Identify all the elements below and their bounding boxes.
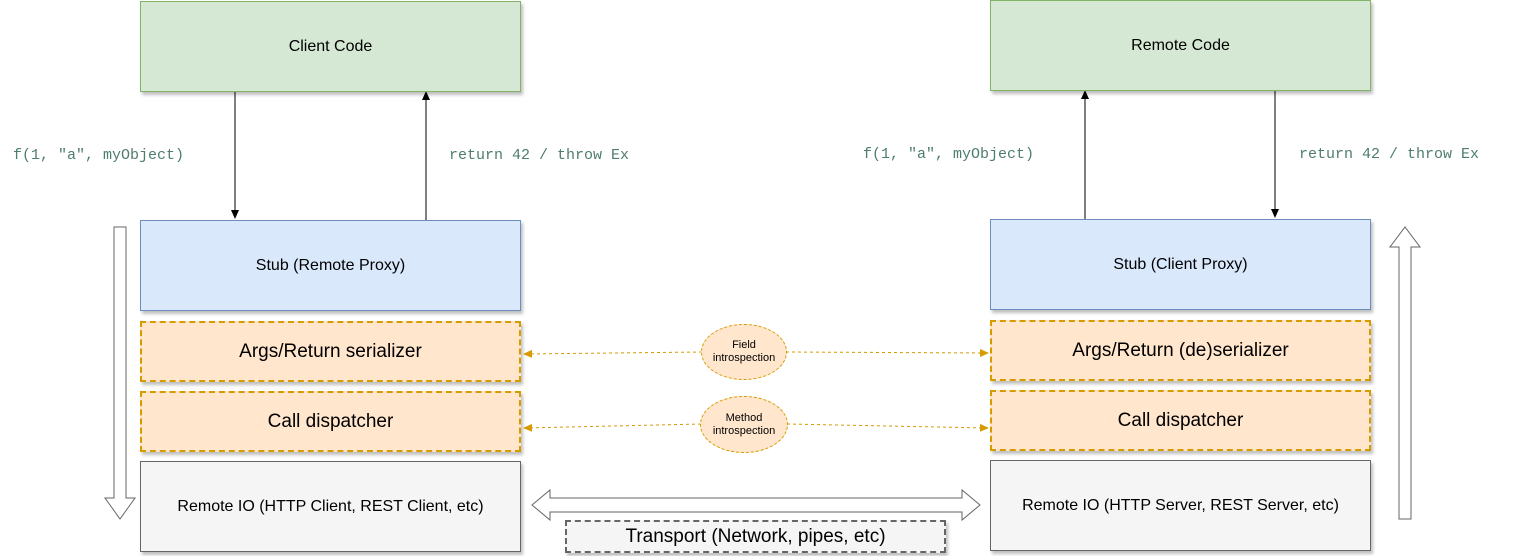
field-introspection-label: Field introspection bbox=[712, 339, 776, 364]
field-introspection-left-connector bbox=[523, 349, 703, 358]
left-flow-down-arrow bbox=[104, 226, 136, 520]
right-dispatcher-box: Call dispatcher bbox=[990, 390, 1371, 451]
left-stub-box: Stub (Remote Proxy) bbox=[140, 220, 521, 311]
method-introspection-label: Method introspection bbox=[712, 411, 776, 437]
left-remote-io-label: Remote IO (HTTP Client, REST Client, etc… bbox=[177, 497, 484, 515]
client-code-label: Client Code bbox=[288, 37, 373, 55]
client-code-box: Client Code bbox=[140, 1, 521, 92]
remote-code-box: Remote Code bbox=[990, 0, 1371, 91]
method-introspection-left-connector bbox=[523, 423, 702, 432]
left-remote-io-box: Remote IO (HTTP Client, REST Client, etc… bbox=[140, 461, 521, 552]
right-call-label: f(1, "a", myObject) bbox=[863, 146, 1035, 163]
left-call-label: f(1, "a", myObject) bbox=[13, 147, 185, 164]
right-remote-io-box: Remote IO (HTTP Server, REST Server, etc… bbox=[990, 460, 1371, 551]
left-return-label: return 42 / throw Ex bbox=[449, 147, 630, 164]
left-serializer-label: Args/Return serializer bbox=[239, 340, 422, 362]
right-stub-box: Stub (Client Proxy) bbox=[990, 219, 1371, 310]
method-introspection-ellipse: Method introspection bbox=[700, 396, 788, 453]
right-stub-label: Stub (Client Proxy) bbox=[1113, 255, 1248, 273]
right-serializer-label: Args/Return (de)serializer bbox=[1072, 339, 1289, 361]
left-dispatcher-label: Call dispatcher bbox=[267, 410, 394, 432]
field-introspection-ellipse: Field introspection bbox=[701, 324, 787, 380]
right-remote-io-label: Remote IO (HTTP Server, REST Server, etc… bbox=[1022, 496, 1339, 514]
transport-double-arrow bbox=[531, 488, 981, 522]
method-introspection-right-connector bbox=[786, 423, 989, 432]
right-return-label: return 42 / throw Ex bbox=[1299, 146, 1480, 163]
right-flow-up-arrow bbox=[1389, 226, 1421, 520]
left-stub-label: Stub (Remote Proxy) bbox=[255, 256, 406, 274]
transport-box: Transport (Network, pipes, etc) bbox=[565, 520, 946, 553]
left-dispatcher-box: Call dispatcher bbox=[140, 391, 521, 452]
field-introspection-right-connector bbox=[785, 348, 989, 357]
remote-code-label: Remote Code bbox=[1131, 36, 1230, 54]
left-serializer-box: Args/Return serializer bbox=[140, 321, 521, 382]
transport-label: Transport (Network, pipes, etc) bbox=[625, 525, 886, 547]
right-dispatcher-label: Call dispatcher bbox=[1117, 409, 1244, 431]
right-serializer-box: Args/Return (de)serializer bbox=[990, 320, 1371, 381]
